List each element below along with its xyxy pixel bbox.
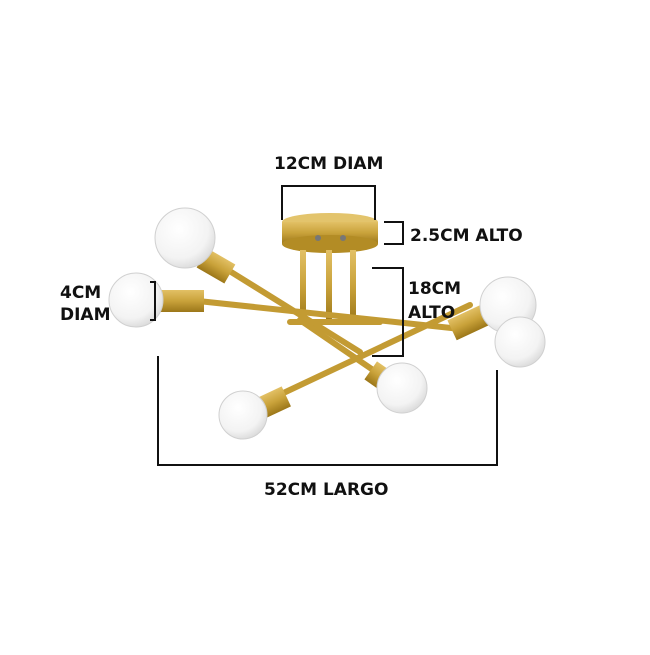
canopy-diameter-label: 12CM DIAM	[274, 154, 384, 174]
rod-height-bracket	[372, 267, 404, 357]
bulb	[154, 207, 216, 269]
bulb	[108, 272, 164, 328]
bulb	[218, 390, 268, 440]
rod-height-label-line1: 18CM	[408, 279, 462, 299]
bulb-diameter-label-line2: DIAM	[60, 305, 111, 325]
total-length-label: 52CM LARGO	[264, 480, 389, 500]
canopy-height-bracket	[384, 221, 404, 245]
support-rods	[300, 250, 356, 322]
ceiling-canopy	[282, 213, 378, 253]
dimension-lines	[150, 185, 498, 466]
canopy-diameter-bracket	[281, 185, 376, 220]
bulb-diameter-label-line1: 4CM	[60, 283, 102, 303]
rod-height-label-line2: ALTO	[408, 303, 456, 323]
bulbs	[108, 207, 546, 440]
bulb	[494, 316, 546, 368]
bulb-diameter-bracket	[150, 281, 156, 321]
total-length-bracket	[157, 356, 498, 466]
bulb	[376, 362, 428, 414]
canopy-height-label: 2.5CM ALTO	[410, 226, 523, 246]
